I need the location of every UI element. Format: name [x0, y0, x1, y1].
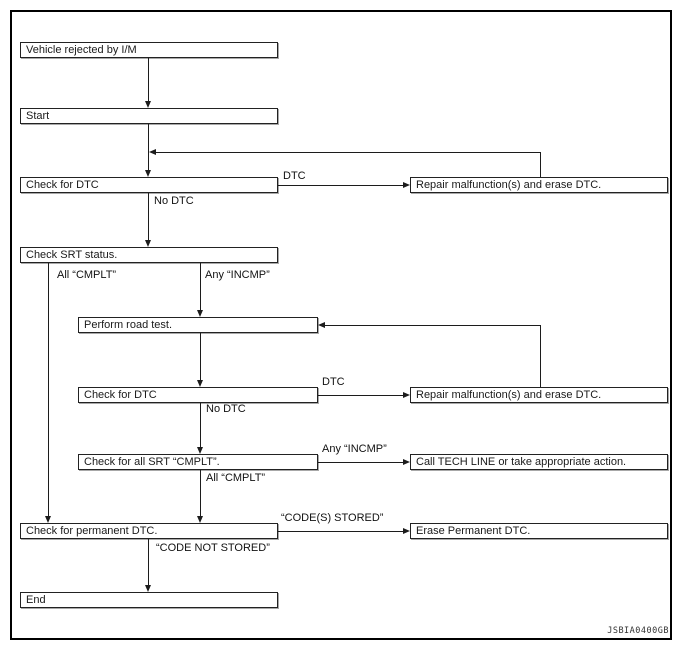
node-check-all-srt: Check for all SRT “CMPLT”.: [78, 454, 318, 470]
edge-srt-to-permanent: [48, 263, 49, 517]
edge-vehicle-to-start: [148, 58, 149, 102]
node-check-dtc-2: Check for DTC: [78, 387, 318, 403]
edge-label-dtc-2: DTC: [322, 376, 345, 388]
arrowhead-into-roadtest: [197, 310, 203, 317]
edge-label-codes-stored: “CODE(S) STORED”: [281, 512, 384, 524]
arrowhead-feedback1-join: [149, 149, 156, 155]
edge-label-any-incmp-2: Any “INCMP”: [322, 443, 387, 455]
edge-srt-to-roadtest: [200, 263, 201, 311]
arrowhead-into-techline: [403, 459, 410, 465]
node-vehicle-rejected: Vehicle rejected by I/M: [20, 42, 278, 58]
edge-label-code-not-stored: “CODE NOT STORED”: [156, 542, 270, 554]
node-repair-erase-dtc-2: Repair malfunction(s) and erase DTC.: [410, 387, 668, 403]
edge-label-no-dtc-1: No DTC: [154, 195, 194, 207]
edge-label-dtc-1: DTC: [283, 170, 306, 182]
edge-allsrt-to-permanent: [200, 470, 201, 517]
edge-repair1-feedback: [152, 152, 541, 153]
node-erase-permanent-dtc: Erase Permanent DTC.: [410, 523, 668, 539]
edge-feedback1-drop: [540, 152, 541, 177]
arrowhead-left-into-permanent: [45, 516, 51, 523]
arrowhead-into-allsrt: [197, 447, 203, 454]
node-perform-road-test: Perform road test.: [78, 317, 318, 333]
edge-label-all-cmplt-1: All “CMPLT”: [57, 269, 117, 281]
edge-check1-to-repair1: [278, 185, 404, 186]
arrowhead-feedback2-into-roadtest: [318, 322, 325, 328]
arrowhead-into-check2: [197, 380, 203, 387]
edge-check1-to-srt: [148, 193, 149, 241]
edge-permanent-to-end: [148, 539, 149, 586]
arrowhead-into-repair1: [403, 182, 410, 188]
edge-label-no-dtc-2: No DTC: [206, 403, 246, 415]
node-call-tech-line: Call TECH LINE or take appropriate actio…: [410, 454, 668, 470]
edge-label-any-incmp-1: Any “INCMP”: [205, 269, 270, 281]
figure-code: JSBIA0400GB: [607, 626, 669, 636]
arrowhead-into-start: [145, 101, 151, 108]
node-check-permanent-dtc: Check for permanent DTC.: [20, 523, 278, 539]
edge-check2-to-repair2: [318, 395, 404, 396]
arrowhead-into-srt: [145, 240, 151, 247]
arrowhead-into-check1: [145, 170, 151, 177]
edge-label-all-cmplt-2: All “CMPLT”: [206, 472, 266, 484]
node-repair-erase-dtc-1: Repair malfunction(s) and erase DTC.: [410, 177, 668, 193]
arrowhead-into-erase: [403, 528, 410, 534]
arrowhead-into-repair2: [403, 392, 410, 398]
arrowhead-into-end: [145, 585, 151, 592]
edge-feedback2-drop: [540, 325, 541, 387]
node-check-srt-status: Check SRT status.: [20, 247, 278, 263]
edge-check2-to-allsrt: [200, 403, 201, 448]
node-end: End: [20, 592, 278, 608]
node-start: Start: [20, 108, 278, 124]
edge-start-to-check1: [148, 124, 149, 171]
edge-roadtest-to-check2: [200, 333, 201, 381]
edge-allsrt-to-techline: [318, 462, 404, 463]
edge-permanent-to-erase: [278, 531, 404, 532]
node-check-dtc-1: Check for DTC: [20, 177, 278, 193]
arrowhead-mid-into-permanent: [197, 516, 203, 523]
edge-repair2-feedback: [322, 325, 541, 326]
